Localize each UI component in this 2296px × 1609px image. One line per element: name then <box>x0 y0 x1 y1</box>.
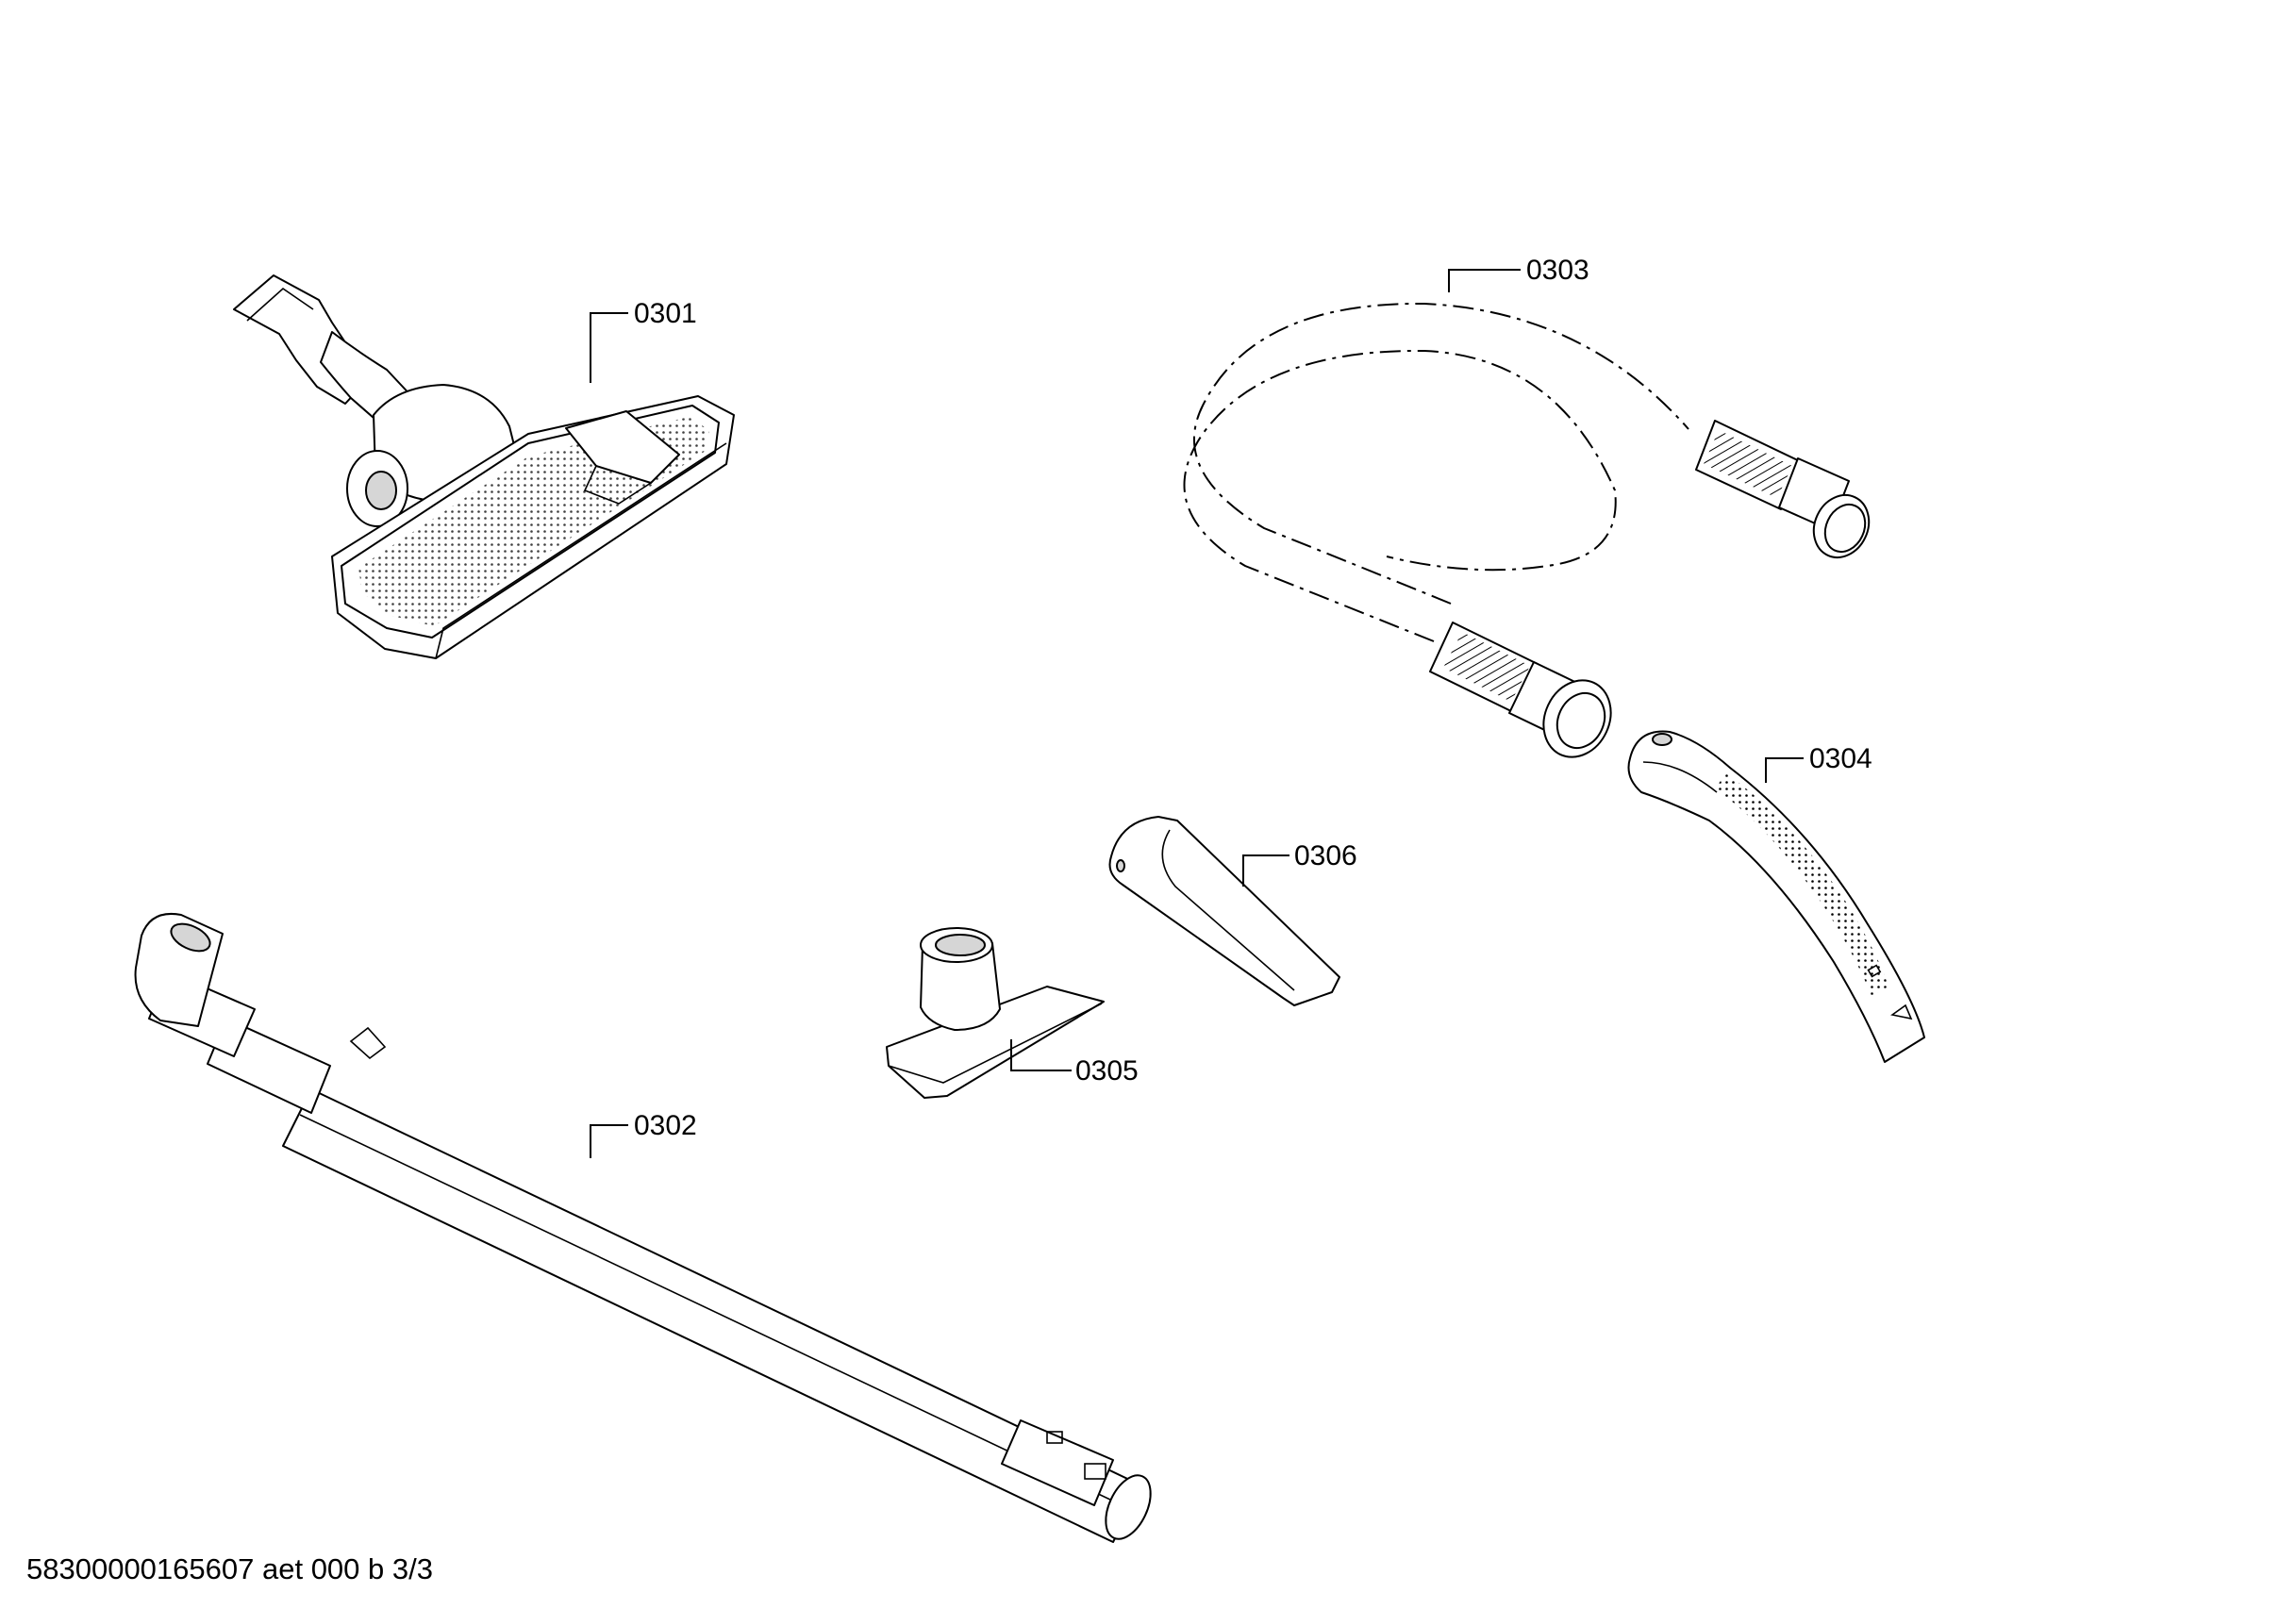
leader-0305 <box>1010 1039 1072 1071</box>
leader-0304 <box>1765 757 1804 783</box>
label-0306: 0306 <box>1294 840 1357 871</box>
label-0301: 0301 <box>634 298 697 329</box>
hose-handle <box>1627 730 1925 1063</box>
suction-hose <box>1183 302 1871 758</box>
label-0304: 0304 <box>1809 743 1872 774</box>
leader-0306 <box>1242 854 1289 887</box>
telescopic-tube <box>134 913 1152 1543</box>
leader-lines <box>590 269 1804 1158</box>
label-0305: 0305 <box>1075 1055 1139 1086</box>
drawing-reference-footer: 58300000165607 aet 000 b 3/3 <box>26 1552 433 1585</box>
leader-0303 <box>1448 269 1521 292</box>
leader-0302 <box>590 1124 628 1158</box>
leader-0301 <box>590 312 628 383</box>
crevice-nozzle <box>1108 816 1340 1006</box>
label-0303: 0303 <box>1526 255 1589 286</box>
upholstery-nozzle <box>886 927 1105 1099</box>
floor-nozzle <box>233 274 735 659</box>
label-0302: 0302 <box>634 1110 697 1141</box>
